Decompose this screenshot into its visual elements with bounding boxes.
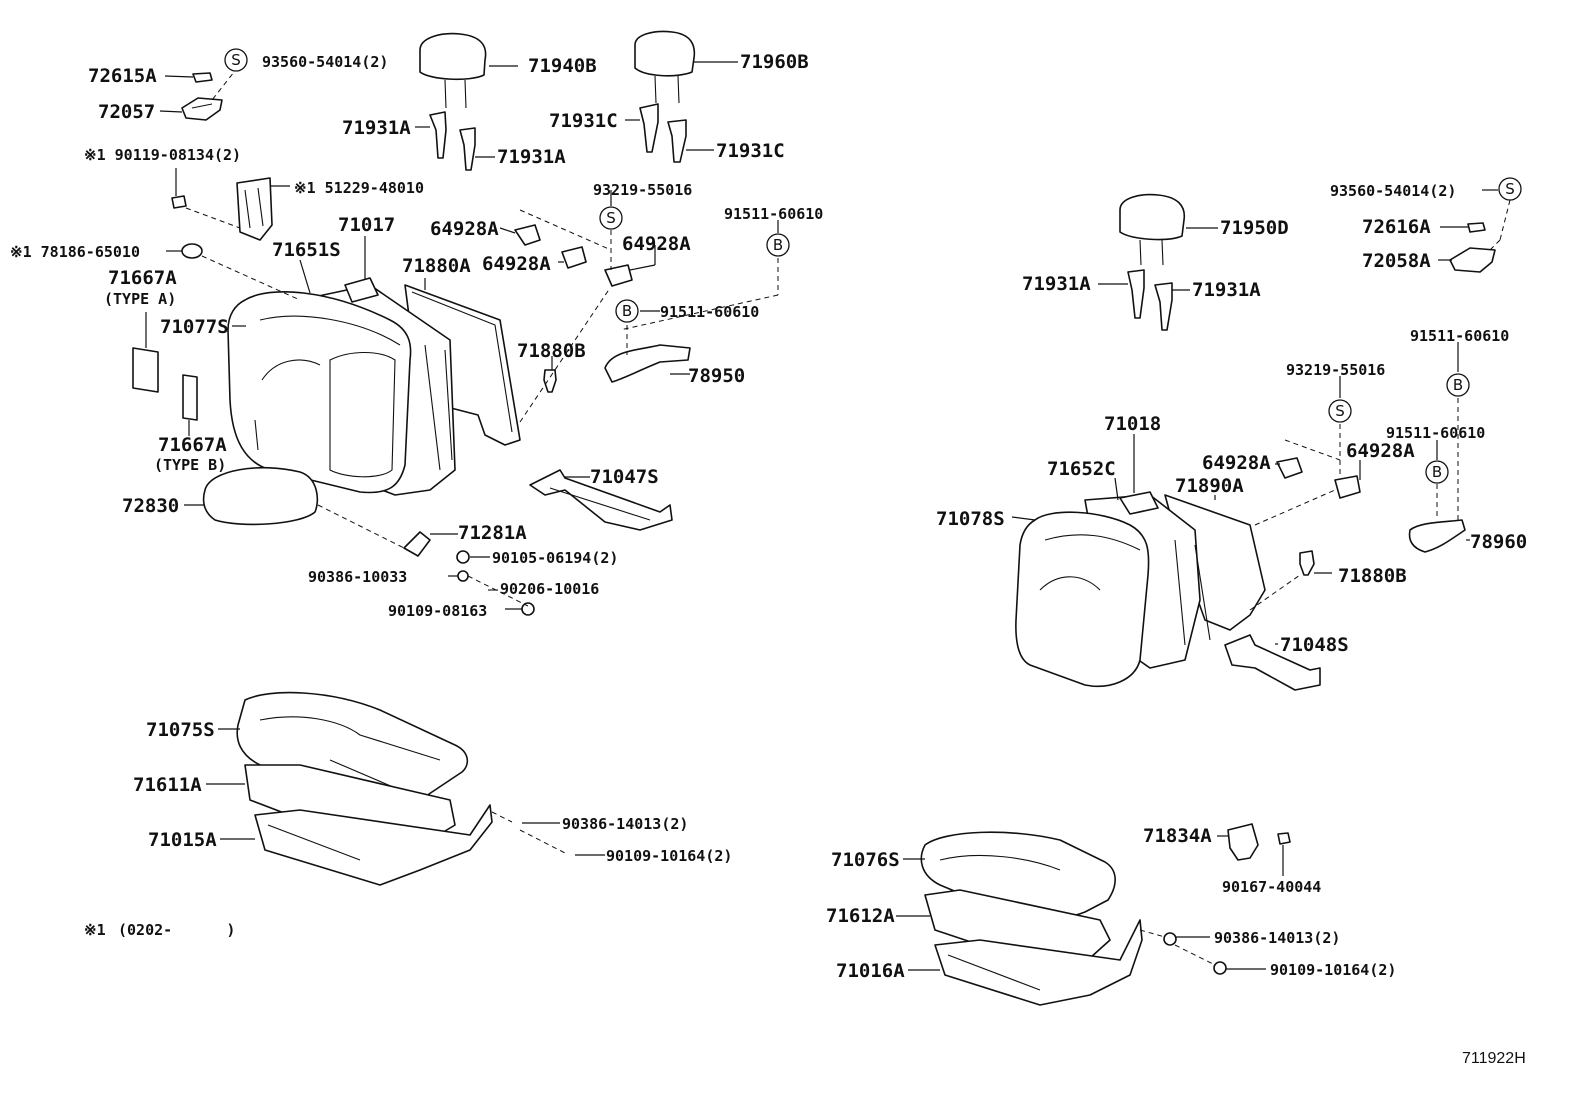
footnote-mark: ※1: [84, 921, 106, 939]
label-71880B-right: 71880B: [1338, 565, 1407, 587]
label-71931C-1: 71931C: [549, 110, 618, 132]
label-type-b: (TYPE B): [154, 456, 226, 474]
label-90109-08163: 90109-08163: [388, 602, 487, 620]
label-90119: ※1 90119-08134(2): [84, 146, 241, 164]
label-71015A: 71015A: [148, 829, 217, 851]
label-64928A-2: 64928A: [622, 233, 691, 255]
label-71611A: 71611A: [133, 774, 202, 796]
label-71651S: 71651S: [272, 239, 341, 261]
label-90386-14013-left: 90386-14013(2): [562, 815, 688, 833]
callout-s-circle-left-top: S: [224, 48, 248, 72]
label-64928A-1: 64928A: [430, 218, 499, 240]
label-71075S: 71075S: [146, 719, 215, 741]
label-71017: 71017: [338, 214, 395, 236]
callout-s-circle-left-mid: S: [599, 206, 623, 230]
label-71931A-1: 71931A: [342, 117, 411, 139]
label-93560-left: 93560-54014(2): [262, 53, 388, 71]
svg-text:B: B: [1432, 463, 1442, 481]
label-90386-10033: 90386-10033: [308, 568, 407, 586]
label-72057: 72057: [98, 101, 155, 123]
svg-text:S: S: [1335, 402, 1345, 420]
svg-text:S: S: [231, 51, 241, 69]
label-71880A: 71880A: [402, 255, 471, 277]
callout-s-circle-right-mid: S: [1328, 399, 1352, 423]
label-72615A: 72615A: [88, 65, 157, 87]
svg-text:S: S: [1505, 180, 1515, 198]
label-71077S: 71077S: [160, 316, 229, 338]
label-78950: 78950: [688, 365, 745, 387]
callout-b-circle-left-1: B: [766, 233, 790, 257]
label-90109-10164-right: 90109-10164(2): [1270, 961, 1396, 979]
part-labels: 72615A 93560-54014(2) 72057 71940B 71960…: [10, 51, 1527, 1067]
diagram-code: 711922H: [1462, 1050, 1526, 1067]
label-71940B: 71940B: [528, 55, 597, 77]
label-71667A-type-a: 71667A: [108, 267, 177, 289]
label-71612A: 71612A: [826, 905, 895, 927]
footnote-range: (0202- ): [118, 921, 235, 939]
label-93219-right: 93219-55016: [1286, 361, 1385, 379]
label-71931A-2: 71931A: [497, 146, 566, 168]
label-71667A-type-b: 71667A: [158, 434, 227, 456]
label-71016A: 71016A: [836, 960, 905, 982]
label-72830: 72830: [122, 495, 179, 517]
label-78186: ※1 78186-65010: [10, 243, 140, 261]
label-71047S: 71047S: [590, 466, 659, 488]
label-71048S: 71048S: [1280, 634, 1349, 656]
label-91511-left-2: 91511-60610: [660, 303, 759, 321]
label-90109-10164-left: 90109-10164(2): [606, 847, 732, 865]
label-71834A: 71834A: [1143, 825, 1212, 847]
svg-text:S: S: [606, 209, 616, 227]
label-72616A: 72616A: [1362, 216, 1431, 238]
callout-b-circle-right-1: B: [1446, 373, 1470, 397]
label-type-a: (TYPE A): [104, 290, 176, 308]
left-headrests: [419, 30, 696, 171]
callout-s-circle-right-top: S: [1498, 177, 1522, 201]
label-71652C: 71652C: [1047, 458, 1116, 480]
svg-text:B: B: [622, 302, 632, 320]
label-90386-14013-right: 90386-14013(2): [1214, 929, 1340, 947]
label-64928A-3: 64928A: [482, 253, 551, 275]
label-71880B-left: 71880B: [517, 340, 586, 362]
left-seatback-assembly: [132, 72, 691, 616]
label-64928A-5: 64928A: [1346, 440, 1415, 462]
label-91511-left-1: 91511-60610: [724, 205, 823, 223]
label-51229: ※1 51229-48010: [294, 179, 424, 197]
label-64928A-4: 64928A: [1202, 452, 1271, 474]
left-seat-cushion: [236, 691, 493, 886]
svg-text:B: B: [1453, 376, 1463, 394]
leader-lines: [145, 61, 1511, 971]
label-71018: 71018: [1104, 413, 1161, 435]
callout-b-circle-right-2: B: [1425, 460, 1449, 484]
label-71078S: 71078S: [936, 508, 1005, 530]
right-seat-cushion: [920, 831, 1143, 1006]
label-71950D: 71950D: [1220, 217, 1289, 239]
label-71931C-2: 71931C: [716, 140, 785, 162]
label-90206: 90206-10016: [500, 580, 599, 598]
callout-b-circle-left-2: B: [615, 299, 639, 323]
label-71931A-4: 71931A: [1192, 279, 1261, 301]
label-71281A: 71281A: [458, 522, 527, 544]
label-93560-right: 93560-54014(2): [1330, 182, 1456, 200]
label-91511-right-2: 91511-60610: [1386, 424, 1485, 442]
right-seatback-assembly: [1015, 193, 1496, 975]
label-93219-left: 93219-55016: [593, 181, 692, 199]
label-90105: 90105-06194(2): [492, 549, 618, 567]
label-91511-right-1: 91511-60610: [1410, 327, 1509, 345]
label-71890A: 71890A: [1175, 475, 1244, 497]
label-90167: 90167-40044: [1222, 878, 1321, 896]
label-72058A: 72058A: [1362, 250, 1431, 272]
svg-text:B: B: [773, 236, 783, 254]
label-71076S: 71076S: [831, 849, 900, 871]
label-71960B: 71960B: [740, 51, 809, 73]
label-78960: 78960: [1470, 531, 1527, 553]
label-71931A-3: 71931A: [1022, 273, 1091, 295]
